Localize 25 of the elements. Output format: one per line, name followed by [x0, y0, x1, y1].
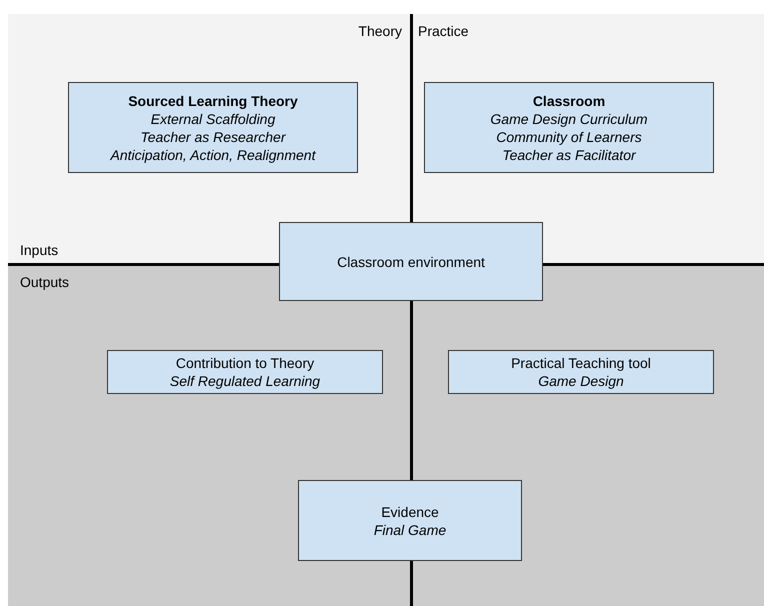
box-heading: Practical Teaching tool: [511, 354, 651, 372]
box-text: Game Design: [538, 372, 624, 390]
process-box: [279, 222, 543, 301]
box-text: Teacher as Researcher: [140, 128, 286, 146]
box-text: Final Game: [374, 520, 446, 538]
axis-label: Inputs: [20, 242, 58, 258]
box-heading: Evidence: [381, 502, 439, 520]
process-box: [448, 350, 714, 394]
axis-label: Practice: [418, 23, 469, 39]
box-text: Teacher as Facilitator: [502, 146, 636, 164]
axis-label: Outputs: [20, 274, 70, 290]
box-heading: Sourced Learning Theory: [128, 92, 298, 110]
axis-label: Theory: [358, 23, 402, 39]
process-box: [68, 82, 358, 173]
box-text: Self Regulated Learning: [170, 372, 320, 390]
process-box: [107, 350, 383, 394]
box-heading: Classroom: [532, 92, 606, 110]
box-text: Anticipation, Action, Realignment: [110, 146, 316, 164]
process-box: [298, 480, 522, 561]
box-text: Game Design Curriculum: [490, 110, 648, 128]
process-box: [424, 82, 714, 173]
box-heading: Classroom environment: [337, 252, 485, 270]
box-text: Community of Learners: [496, 128, 642, 146]
box-heading: Contribution to Theory: [176, 354, 314, 372]
box-text: External Scaffolding: [150, 110, 276, 128]
